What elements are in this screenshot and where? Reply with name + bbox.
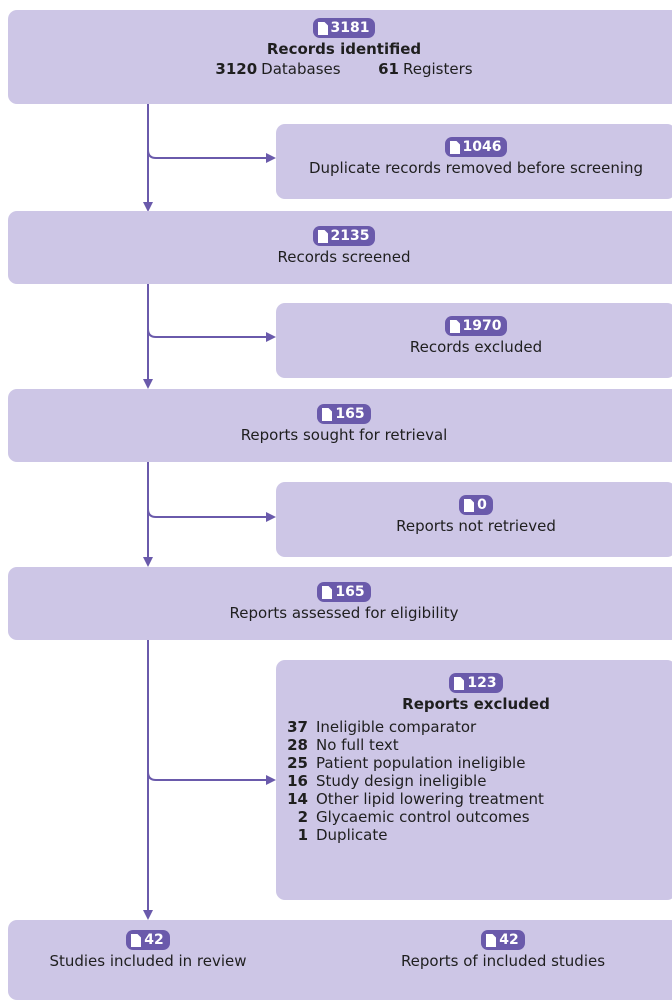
- document-icon: [322, 585, 333, 599]
- count-badge: 2135: [312, 226, 376, 246]
- registers-label: Registers: [403, 59, 473, 78]
- studies-included-count: 42: [144, 932, 164, 948]
- document-icon: [454, 676, 465, 690]
- reports-included-column: 42 Reports of included studies: [378, 930, 628, 971]
- count-badge: 165: [317, 582, 371, 602]
- reports-not-retrieved-box: 0 Reports not retrieved: [276, 482, 672, 557]
- count-badge: 1046: [444, 137, 508, 157]
- not-retrieved-label: Reports not retrieved: [396, 516, 556, 535]
- included-box: 42 Studies included in review 42 Reports…: [8, 920, 672, 1000]
- records-identified-count: 3181: [330, 20, 370, 36]
- document-icon: [464, 498, 475, 512]
- count-badge: 42: [481, 930, 525, 950]
- duplicates-removed-box: 1046 Duplicate records removed before sc…: [276, 124, 672, 199]
- count-badge: 1970: [444, 316, 508, 336]
- document-icon: [317, 229, 328, 243]
- registers-count: 61: [378, 59, 399, 78]
- records-excluded-label: Records excluded: [409, 337, 543, 356]
- count-badge: 3181: [312, 18, 376, 38]
- branch-arrow-not-retrieved: [147, 508, 276, 522]
- document-icon: [322, 407, 333, 421]
- records-screened-box: 2135 Records screened: [8, 211, 672, 284]
- records-screened-count: 2135: [330, 228, 370, 244]
- reports-sought-box: 165 Reports sought for retrieval: [8, 389, 672, 462]
- studies-included-label: Studies included in review: [49, 951, 247, 970]
- reports-sought-count: 165: [335, 406, 365, 422]
- databases-count: 3120: [215, 59, 258, 78]
- reports-excluded-label: Reports excluded: [402, 694, 550, 713]
- document-icon: [317, 21, 328, 35]
- reports-included-count: 42: [499, 932, 519, 948]
- count-badge: 0: [459, 495, 493, 515]
- reports-excluded-count: 123: [467, 675, 497, 691]
- document-icon: [131, 933, 142, 947]
- reports-assessed-label: Reports assessed for eligibility: [229, 603, 459, 622]
- branch-arrow-reports-excluded: [147, 771, 276, 785]
- branch-arrow-records-excluded: [147, 328, 276, 342]
- branch-arrow-duplicates: [147, 149, 276, 163]
- duplicates-label: Duplicate records removed before screeni…: [308, 158, 644, 177]
- records-identified-label: Records identified: [266, 39, 422, 58]
- duplicates-count: 1046: [462, 139, 502, 155]
- reports-included-label: Reports of included studies: [400, 951, 606, 970]
- reports-sought-label: Reports sought for retrieval: [240, 425, 448, 444]
- count-badge: 123: [449, 673, 503, 693]
- records-excluded-box: 1970 Records excluded: [276, 303, 672, 378]
- count-badge: 165: [317, 404, 371, 424]
- not-retrieved-count: 0: [477, 497, 487, 513]
- document-icon: [449, 140, 460, 154]
- document-icon: [449, 319, 460, 333]
- count-badge: 42: [126, 930, 170, 950]
- records-excluded-count: 1970: [462, 318, 502, 334]
- studies-included-column: 42 Studies included in review: [8, 930, 288, 971]
- reports-assessed-count: 165: [335, 584, 365, 600]
- document-icon: [486, 933, 497, 947]
- records-screened-label: Records screened: [277, 247, 411, 266]
- databases-label: Databases: [261, 59, 341, 78]
- reports-assessed-box: 165 Reports assessed for eligibility: [8, 567, 672, 640]
